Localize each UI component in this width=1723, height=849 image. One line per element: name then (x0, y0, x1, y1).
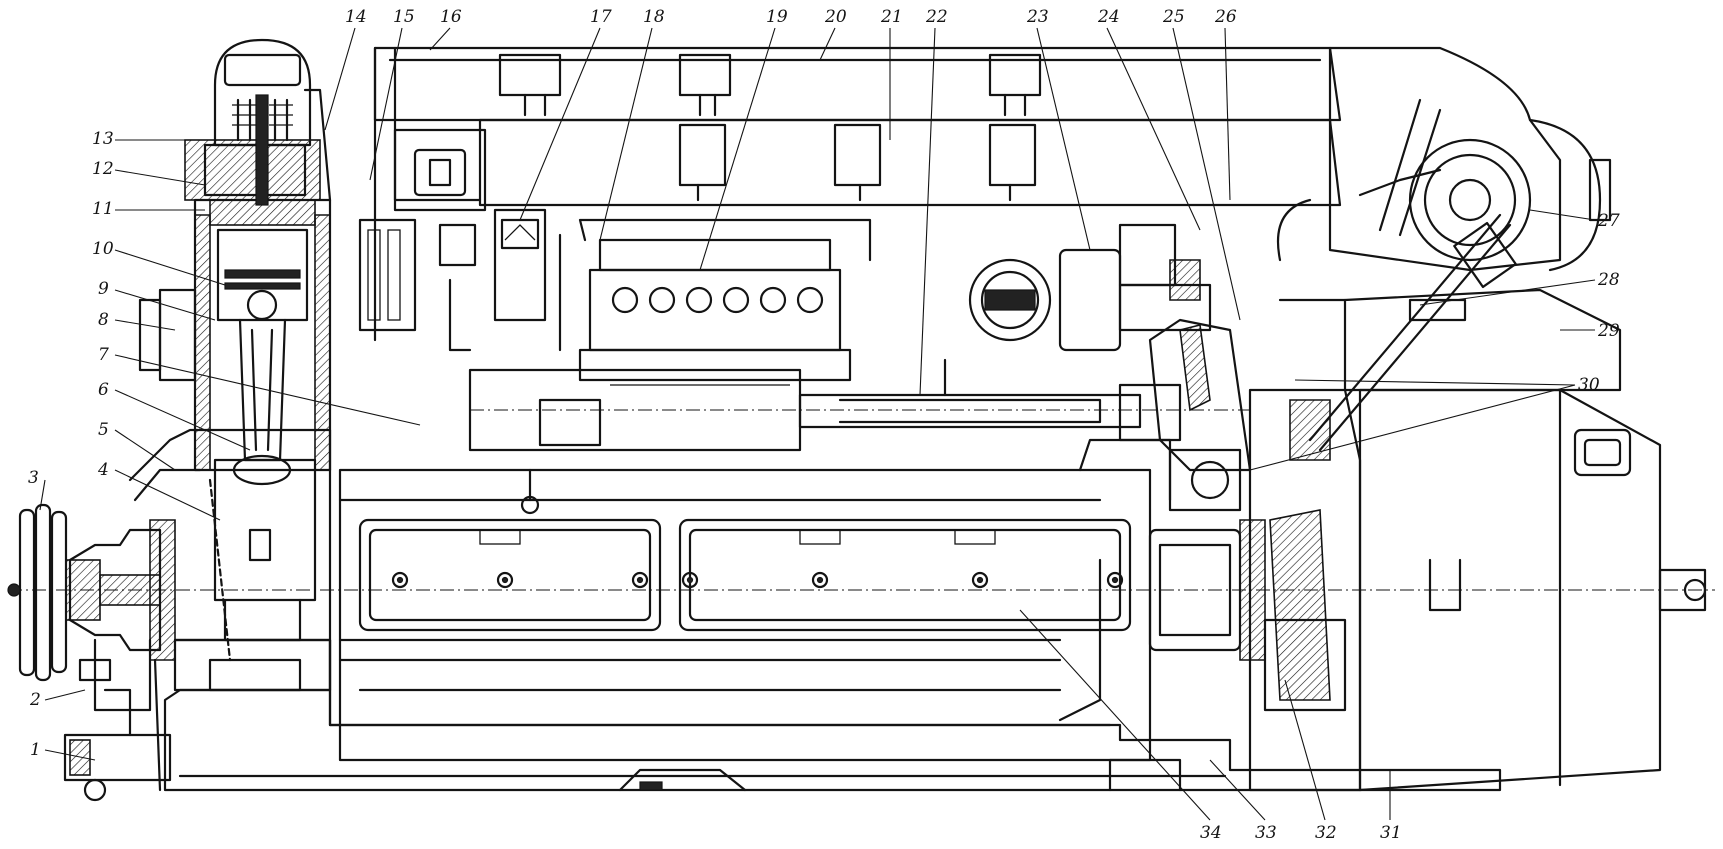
callout-6: 6 (98, 380, 109, 400)
callout-1: 1 (30, 740, 41, 760)
callout-2: 2 (29, 690, 41, 710)
air-inlet-housing (1278, 288, 1622, 392)
callout-9: 9 (98, 279, 109, 299)
callout-5: 5 (98, 420, 109, 440)
manifold-end-flange (373, 46, 487, 342)
callout-7: 7 (98, 345, 109, 365)
turbo-support-pipe (1308, 213, 1517, 452)
fuel-injection-pump (468, 218, 872, 515)
callout-17: 17 (590, 7, 612, 27)
callout-31: 31 (1380, 823, 1402, 843)
callout-30: 30 (1578, 375, 1600, 395)
callout-20: 20 (824, 7, 847, 27)
auxiliary-drive-shaft (798, 358, 1182, 442)
crankcase-inspection-covers (358, 518, 1132, 632)
callout-16: 16 (440, 7, 462, 27)
callout-8: 8 (98, 310, 109, 330)
turbocharger (1276, 46, 1612, 272)
callout-14: 14 (345, 7, 367, 27)
callout-25: 25 (1162, 7, 1185, 27)
generator-body (1358, 388, 1707, 792)
coupling-disc (1148, 519, 1266, 661)
callout-21: 21 (880, 7, 903, 27)
cylinder-head-and-valve-cover (184, 38, 332, 206)
crankcase-block (328, 438, 1172, 762)
callout-11: 11 (92, 199, 114, 219)
fuel-pump-elements (611, 286, 824, 314)
callout-29: 29 (1597, 321, 1620, 341)
callout-27: 27 (1597, 211, 1620, 231)
governor-and-linkage (358, 208, 547, 352)
water-pump-housing (1148, 318, 1252, 512)
callout-13: 13 (92, 129, 114, 149)
callout-labels: 1 2 3 4 5 6 7 8 9 10 11 12 13 14 15 16 1… (28, 7, 1620, 843)
callout-3: 3 (28, 468, 39, 488)
callout-12: 12 (92, 159, 114, 179)
callout-34: 34 (1200, 823, 1222, 843)
callout-4: 4 (97, 460, 109, 480)
callout-18: 18 (643, 7, 665, 27)
callout-26: 26 (1214, 7, 1237, 27)
callout-33: 33 (1255, 823, 1277, 843)
callout-23: 23 (1026, 7, 1049, 27)
drive-pulley (7, 503, 101, 682)
callout-32: 32 (1315, 823, 1337, 843)
callout-10: 10 (92, 239, 114, 259)
intake-manifold (478, 118, 1342, 207)
callout-19: 19 (766, 7, 788, 27)
callout-15: 15 (393, 7, 415, 27)
flywheel-housing (1248, 388, 1362, 792)
engine-base-frame (163, 688, 1502, 792)
callout-28: 28 (1597, 270, 1620, 290)
coupling-flange (968, 258, 1052, 342)
crank-throw-and-counterweight (173, 454, 332, 692)
callout-24: 24 (1097, 7, 1120, 27)
leader-lines (39, 27, 1596, 821)
callout-22: 22 (925, 7, 948, 27)
exhaust-manifold-upper (373, 46, 1342, 122)
